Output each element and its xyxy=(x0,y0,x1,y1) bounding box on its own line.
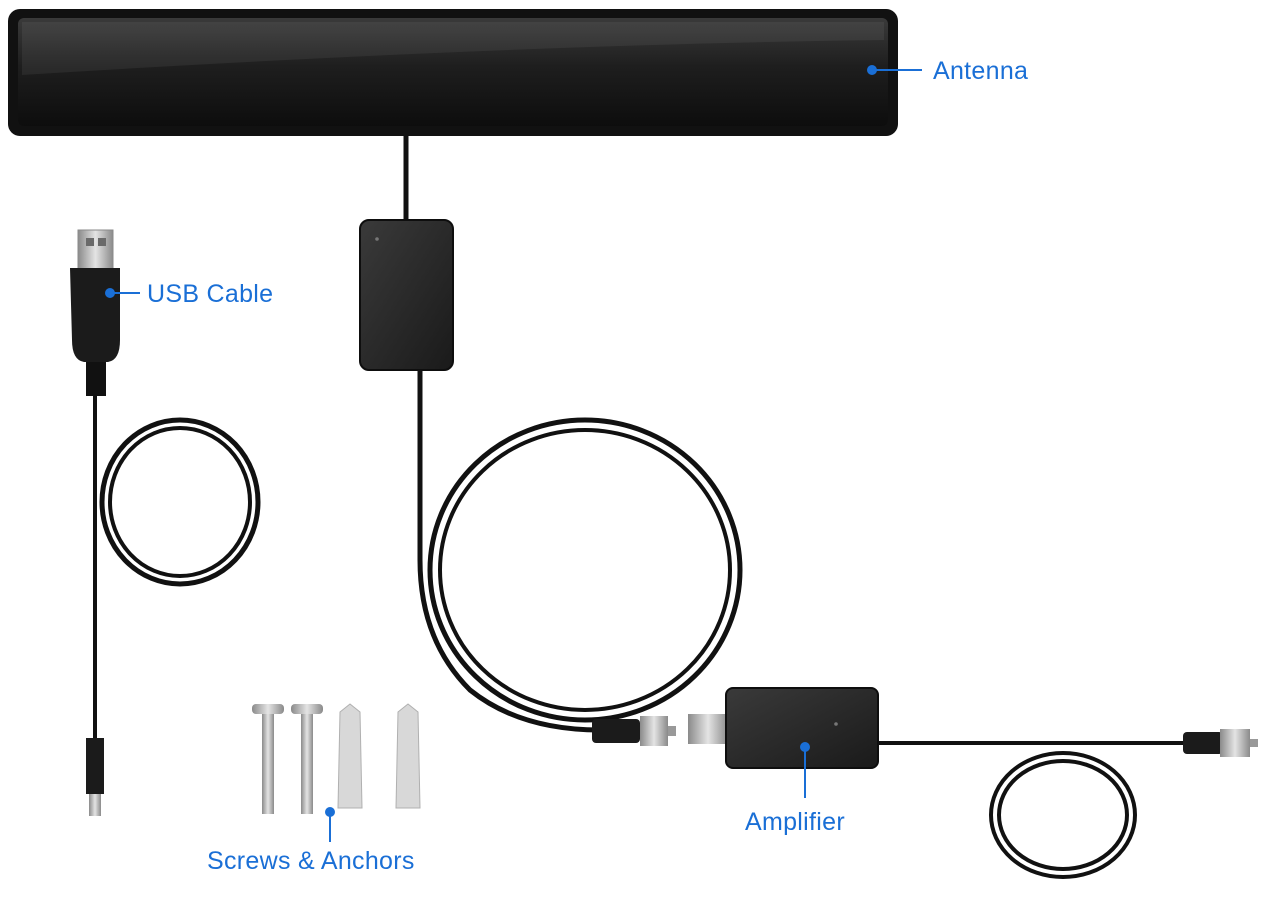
screws-anchors-label: Screws & Anchors xyxy=(207,847,415,875)
screw-2 xyxy=(291,704,323,814)
anchor-1 xyxy=(337,703,363,809)
screw-1 xyxy=(252,704,284,814)
usb-cable xyxy=(70,229,261,816)
usb-cable-label: USB Cable xyxy=(147,280,274,308)
anchor-2 xyxy=(395,703,421,809)
amplifier-output-cable xyxy=(878,741,1188,879)
amplifier-label: Amplifier xyxy=(745,808,845,836)
amplifier-box xyxy=(725,687,879,769)
antenna-label: Antenna xyxy=(933,57,1029,85)
antenna-panel xyxy=(8,9,898,136)
leader-lines xyxy=(105,65,922,842)
amplifier-input-connector xyxy=(688,714,728,744)
inline-converter-box xyxy=(359,219,454,371)
screws-and-anchors xyxy=(252,703,421,814)
tv-f-connector xyxy=(1183,729,1258,757)
f-connector-male xyxy=(592,716,676,746)
coax-cable-coil xyxy=(417,370,743,733)
